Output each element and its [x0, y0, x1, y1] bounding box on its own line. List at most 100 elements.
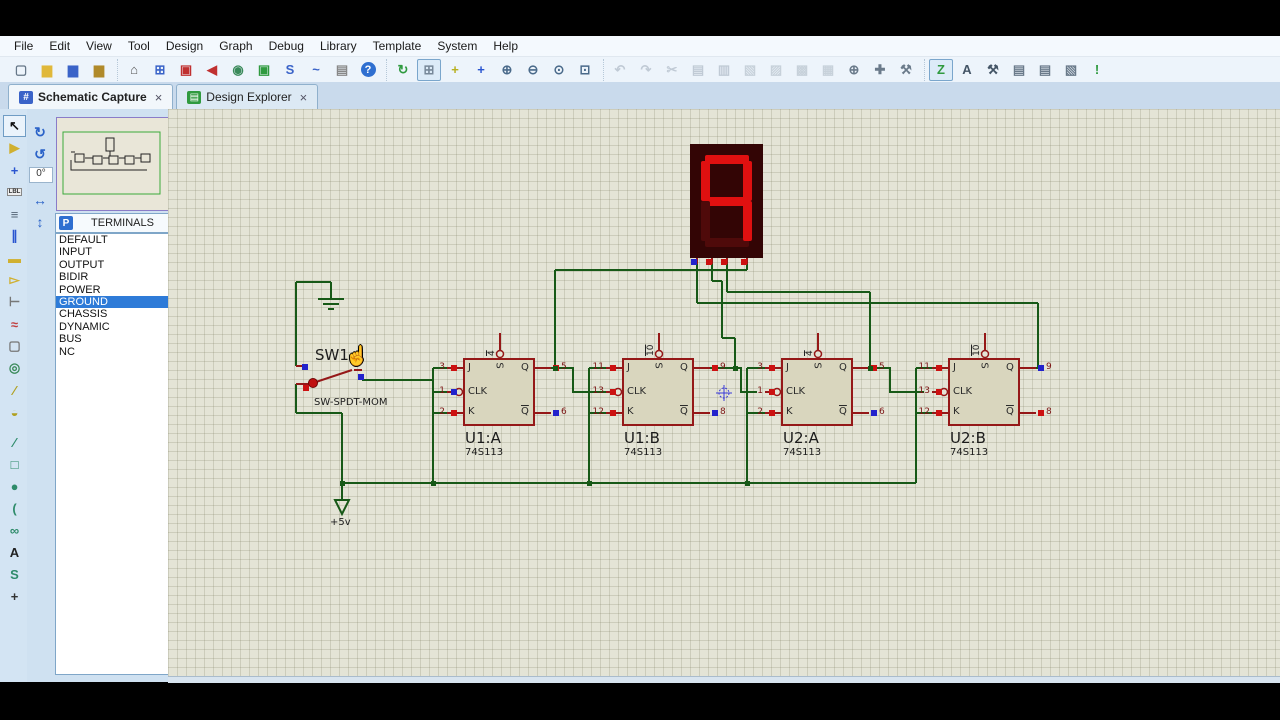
2d-symbol-icon[interactable]: S	[10, 566, 19, 582]
make-device-icon[interactable]: ✚	[874, 61, 886, 77]
terminal-item-ground[interactable]: GROUND	[56, 295, 168, 309]
paste-icon[interactable]: ▥	[717, 61, 731, 77]
terminal-item-default[interactable]: DEFAULT	[59, 234, 108, 246]
2d-arc-icon[interactable]: (	[12, 500, 17, 516]
wire-label-mode-icon[interactable]: LBL	[6, 188, 23, 196]
horizontal-scrollbar[interactable]	[168, 676, 1280, 683]
refresh-display-icon[interactable]: ↻	[397, 61, 409, 77]
cut-icon[interactable]: ✂	[666, 61, 678, 77]
menu-item-library[interactable]: Library	[319, 39, 357, 53]
exit-to-parent-icon[interactable]: ▧	[1064, 61, 1078, 77]
zoom-in-icon[interactable]: ⊕	[501, 61, 513, 77]
text-script-mode-icon[interactable]: ≡	[10, 206, 19, 222]
new-sheet-icon[interactable]: ▤	[1012, 61, 1026, 77]
overview-minimap[interactable]	[56, 117, 170, 211]
menu-item-edit[interactable]: Edit	[49, 39, 71, 53]
menu-item-design[interactable]: Design	[165, 39, 204, 53]
pick-parts-icon[interactable]: ⊕	[848, 61, 860, 77]
search-tag-icon[interactable]: A	[962, 62, 972, 77]
menu-item-tool[interactable]: Tool	[127, 39, 150, 53]
electrical-check-icon[interactable]: !	[1094, 62, 1100, 77]
component-u2b[interactable]	[948, 358, 1020, 426]
zoom-all-icon[interactable]: ⊙	[553, 61, 565, 77]
copy-icon[interactable]: ▤	[691, 61, 705, 77]
2d-box-icon[interactable]: □	[10, 456, 19, 472]
library-manager-icon[interactable]: ⚒	[900, 61, 912, 77]
menu-item-graph[interactable]: Graph	[219, 39, 253, 53]
component-u2a[interactable]	[781, 358, 853, 426]
rotate-clockwise-button[interactable]: ↻	[34, 123, 46, 140]
block-move-icon[interactable]: ▨	[769, 61, 783, 77]
component-u1a[interactable]	[463, 358, 535, 426]
menu-item-system[interactable]: System	[437, 39, 478, 53]
zoom-out-icon[interactable]: ⊖	[527, 61, 539, 77]
menu-item-view[interactable]: View	[86, 39, 112, 53]
menu-item-template[interactable]: Template	[372, 39, 422, 53]
terminal-item-input[interactable]: INPUT	[59, 246, 92, 259]
terminal-item-dynamic[interactable]: DYNAMIC	[59, 320, 110, 333]
terminal-item-nc[interactable]: NC	[59, 345, 75, 358]
current-probe-mode-icon[interactable]: ◒	[10, 404, 19, 420]
3d-visualizer-icon[interactable]: ◉	[232, 61, 244, 77]
terminal-item-bidir[interactable]: BIDIR	[59, 271, 89, 284]
menu-item-file[interactable]: File	[14, 39, 34, 53]
junction-dot-mode-icon[interactable]: +	[10, 162, 19, 178]
terminal-item-power[interactable]: POWER	[59, 283, 101, 296]
simulation-log-icon[interactable]: ~	[312, 62, 320, 77]
source-code-icon[interactable]: S	[285, 62, 295, 77]
block-delete-icon[interactable]: ▦	[821, 61, 835, 77]
toggle-grid-icon[interactable]: ⊞	[417, 58, 441, 81]
schematic-capture-icon[interactable]: ⊞	[154, 61, 166, 77]
2d-line-icon[interactable]: ∕	[13, 434, 16, 450]
terminal-item-output[interactable]: OUTPUT	[59, 258, 105, 271]
switch-actuator[interactable]	[308, 378, 318, 388]
2d-path-icon[interactable]: ∞	[9, 522, 20, 538]
origin-icon[interactable]: +	[451, 62, 459, 77]
subcircuit-mode-icon[interactable]: ▬	[8, 250, 21, 266]
block-rotate-icon[interactable]: ▩	[795, 61, 809, 77]
terminal-item-bus[interactable]: BUS	[59, 333, 82, 346]
redo-icon[interactable]: ↷	[640, 61, 652, 77]
remove-sheet-icon[interactable]: ▤	[1038, 61, 1052, 77]
undo-icon[interactable]: ↶	[614, 61, 626, 77]
tab-close-icon[interactable]: ×	[299, 89, 308, 105]
mirror-horizontal-button[interactable]: ↔	[33, 192, 47, 208]
import-project-icon[interactable]: ▆	[94, 61, 104, 77]
bill-of-materials-icon[interactable]: ▤	[335, 61, 349, 77]
pan-icon[interactable]: +	[477, 62, 485, 77]
block-copy-icon[interactable]: ▧	[743, 61, 757, 77]
generator-mode-icon[interactable]: ◎	[8, 360, 21, 375]
tape-recorder-mode-icon[interactable]: ▢	[8, 338, 21, 353]
menu-item-debug[interactable]: Debug	[268, 39, 304, 53]
seven-segment-display[interactable]	[690, 144, 763, 258]
pcb-layout-icon[interactable]: ▣	[179, 61, 193, 77]
rotation-angle-field[interactable]: 0°	[29, 167, 53, 183]
terminals-mode-icon[interactable]: ▻	[9, 272, 20, 287]
open-project-icon[interactable]: ▆	[42, 61, 52, 77]
2d-marker-icon[interactable]: +	[10, 588, 19, 604]
graph-mode-icon[interactable]: ≈	[10, 316, 19, 332]
tab-schematic-capture[interactable]: #Schematic Capture×	[8, 84, 174, 109]
rotate-counterclockwise-button[interactable]: ↺	[34, 145, 46, 162]
zoom-area-icon[interactable]: ⊡	[579, 61, 591, 77]
device-pins-mode-icon[interactable]: ⊢	[8, 294, 21, 309]
buses-mode-icon[interactable]: ∥	[11, 228, 18, 243]
menu-item-help[interactable]: Help	[493, 39, 519, 53]
2d-circle-icon[interactable]: ●	[10, 478, 19, 494]
wire-autorouter-icon[interactable]: Z	[929, 58, 953, 81]
terminal-item-chassis[interactable]: CHASSIS	[59, 308, 108, 321]
help-icon[interactable]: ?	[356, 59, 380, 81]
voltage-probe-mode-icon[interactable]: ∕	[13, 382, 16, 398]
component-mode-icon[interactable]: ▶	[9, 140, 20, 155]
design-explorer-icon[interactable]: ▣	[257, 61, 271, 77]
property-assignment-icon[interactable]: ⚒	[987, 61, 999, 77]
mirror-vertical-button[interactable]: ↕	[36, 214, 44, 230]
home-page-icon[interactable]: ⌂	[130, 62, 138, 77]
component-u1b[interactable]	[622, 358, 694, 426]
pick-device-button[interactable]: P	[59, 216, 73, 230]
save-project-icon[interactable]: ▆	[68, 61, 78, 77]
new-project-icon[interactable]: ▢	[14, 61, 28, 77]
tab-close-icon[interactable]: ×	[154, 89, 163, 105]
2d-text-icon[interactable]: A	[9, 544, 20, 560]
